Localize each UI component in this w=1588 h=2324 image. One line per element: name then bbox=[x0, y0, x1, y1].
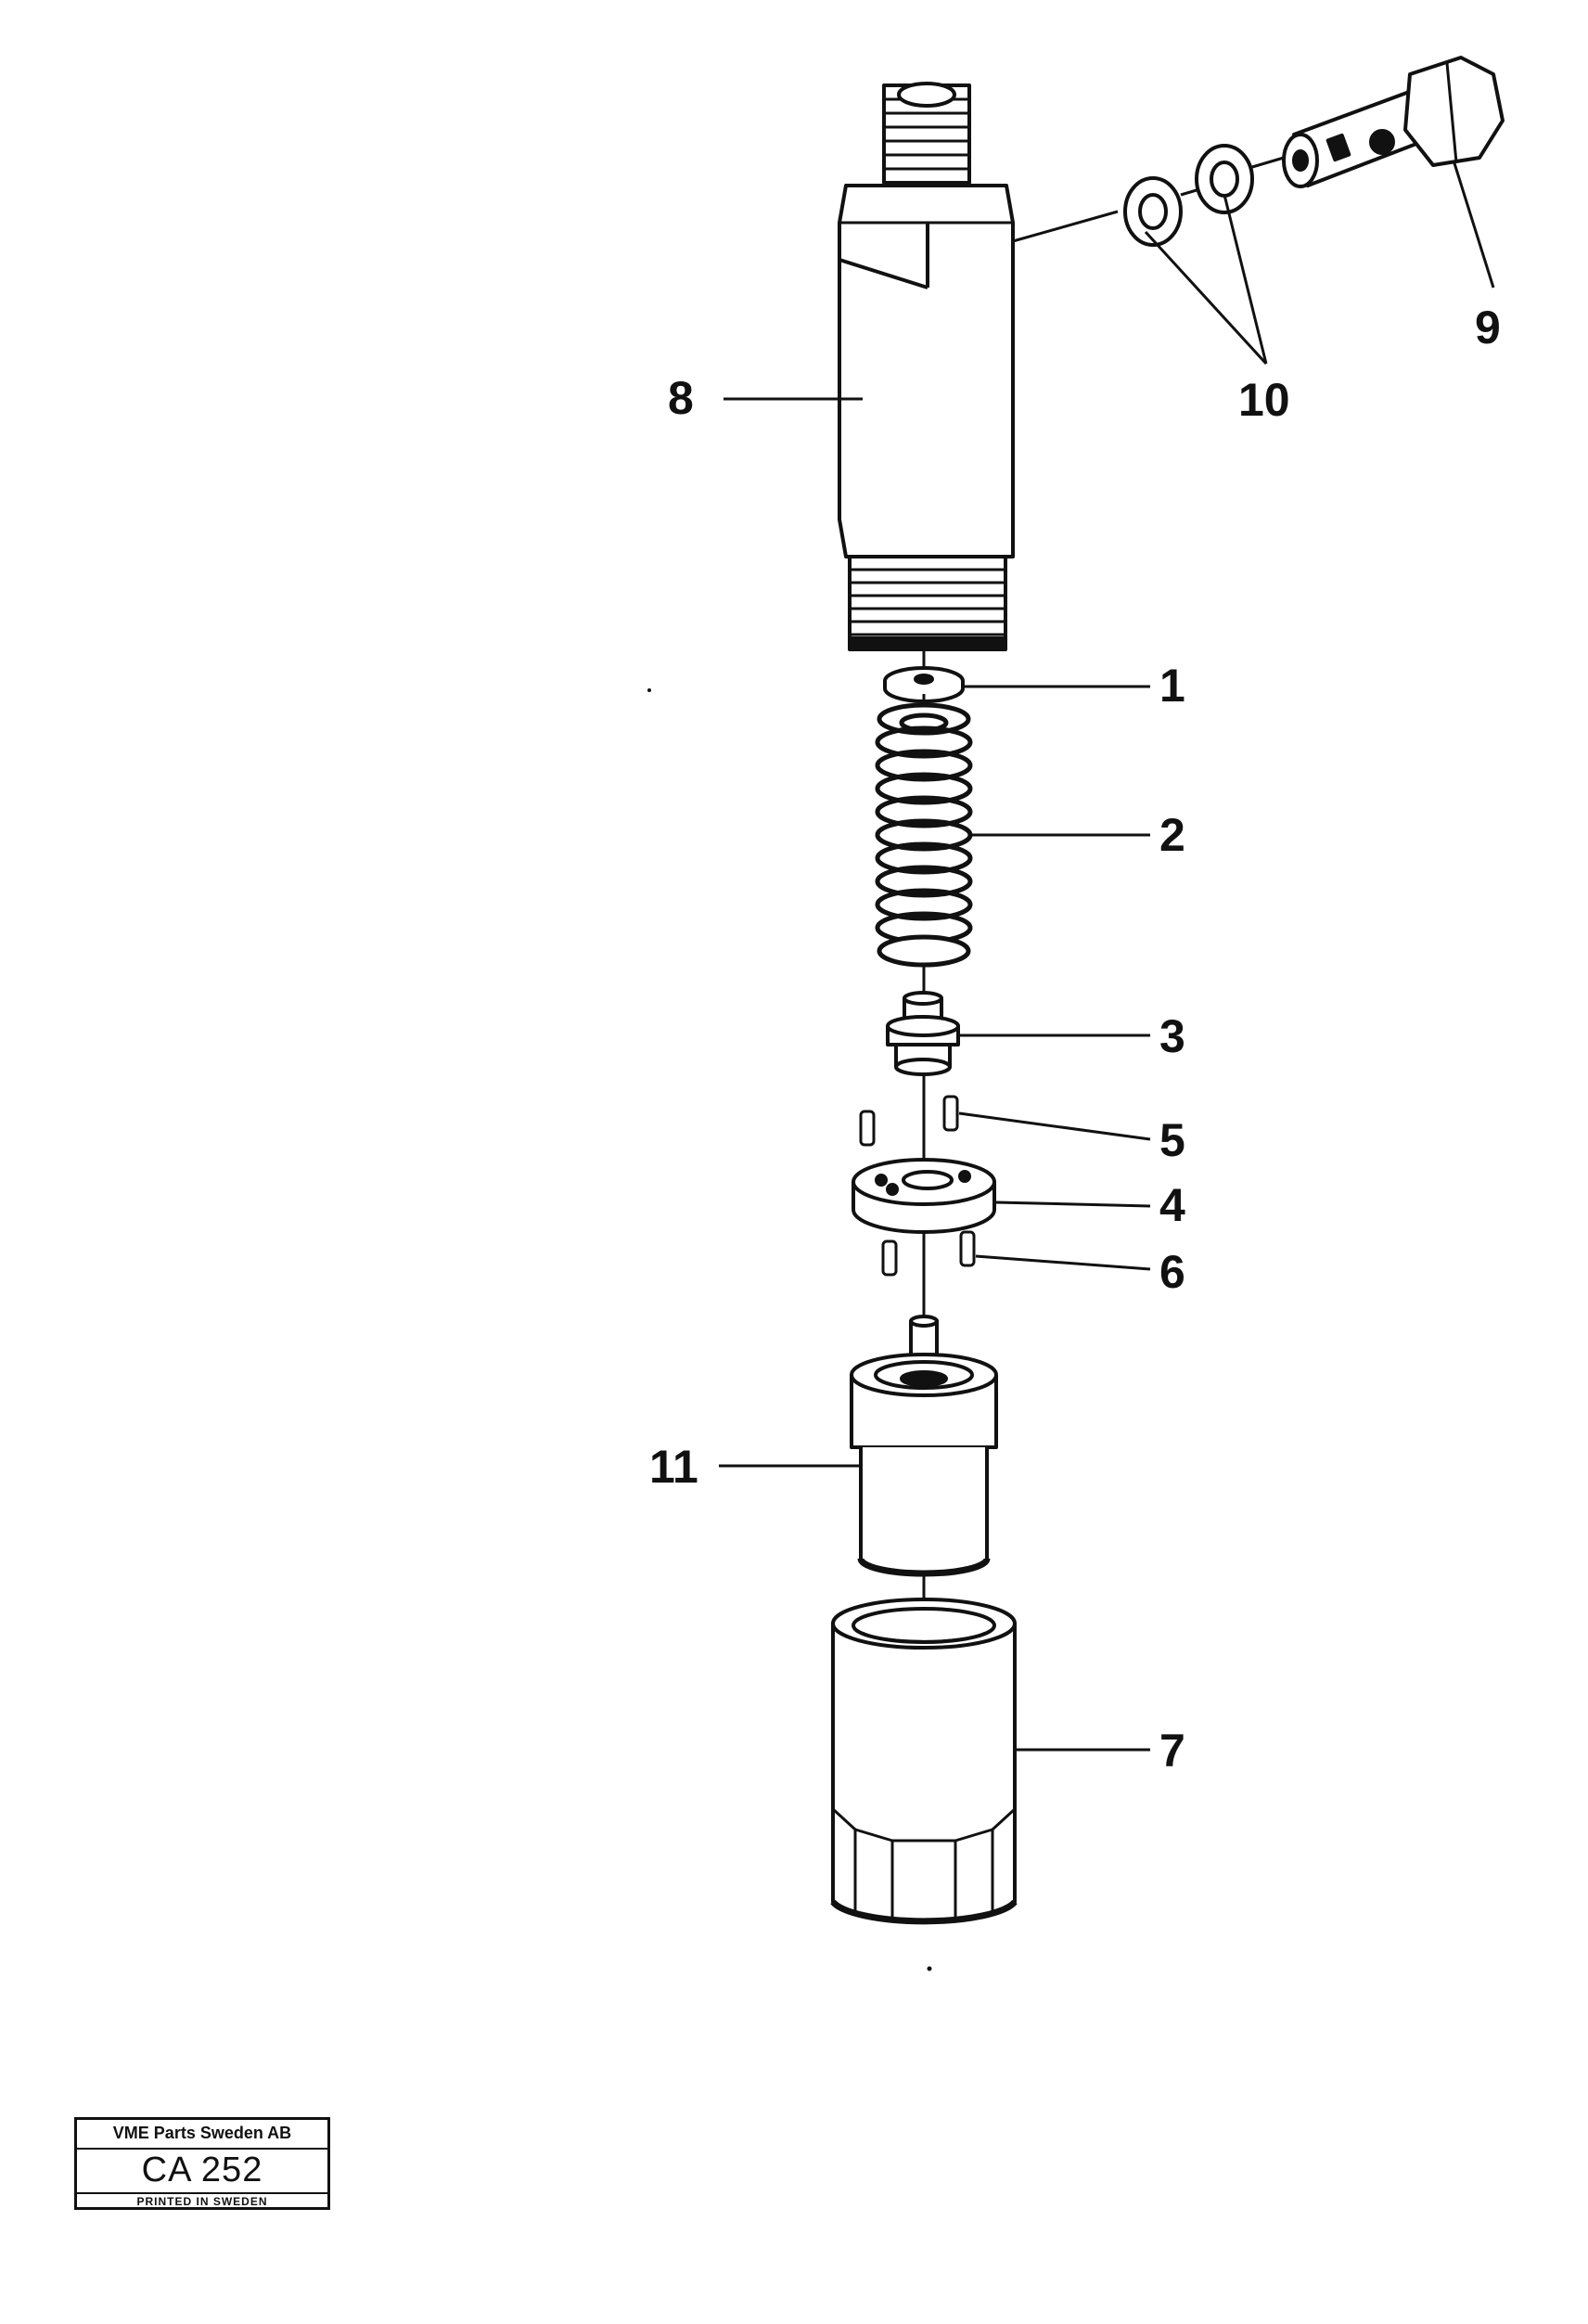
part-9-banjo-screw bbox=[1282, 56, 1505, 188]
part-3-spring-seat bbox=[886, 991, 960, 1076]
callout-2: 2 bbox=[1159, 809, 1185, 861]
part-10-sealing-washers bbox=[1123, 144, 1254, 247]
callout-labels: 1 2 3 5 4 6 7 8 9 10 11 bbox=[649, 302, 1501, 1777]
scan-dots bbox=[647, 688, 932, 1971]
part-8-injector-holder bbox=[838, 82, 1015, 651]
callout-7: 7 bbox=[1159, 1725, 1185, 1777]
part-7-nozzle-nut bbox=[830, 1598, 1018, 1925]
part-5-dowel-pins bbox=[859, 1095, 959, 1147]
drawing-stamp: VME Parts Sweden AB CA 252 PRINTED IN SW… bbox=[74, 2117, 330, 2210]
callout-3: 3 bbox=[1159, 1010, 1185, 1062]
part-6-dowel-pins bbox=[881, 1230, 976, 1277]
stamp-company: VME Parts Sweden AB bbox=[112, 2124, 292, 2142]
callout-1: 1 bbox=[1159, 660, 1185, 712]
callout-5: 5 bbox=[1159, 1114, 1185, 1166]
leader-lines bbox=[719, 156, 1495, 1752]
part-1-shim bbox=[883, 666, 965, 703]
callout-6: 6 bbox=[1159, 1246, 1185, 1298]
callout-9: 9 bbox=[1475, 302, 1501, 353]
callout-11: 11 bbox=[649, 1441, 698, 1493]
part-4-intermediate-disc bbox=[852, 1158, 996, 1234]
callout-8: 8 bbox=[668, 372, 694, 424]
callout-10: 10 bbox=[1238, 374, 1290, 426]
stamp-code: CA 252 bbox=[141, 2151, 263, 2189]
part-11-nozzle bbox=[850, 1315, 998, 1577]
stamp-printed: PRINTED IN SWEDEN bbox=[136, 2195, 268, 2208]
part-2-spring bbox=[875, 702, 973, 968]
callout-4: 4 bbox=[1159, 1179, 1185, 1231]
